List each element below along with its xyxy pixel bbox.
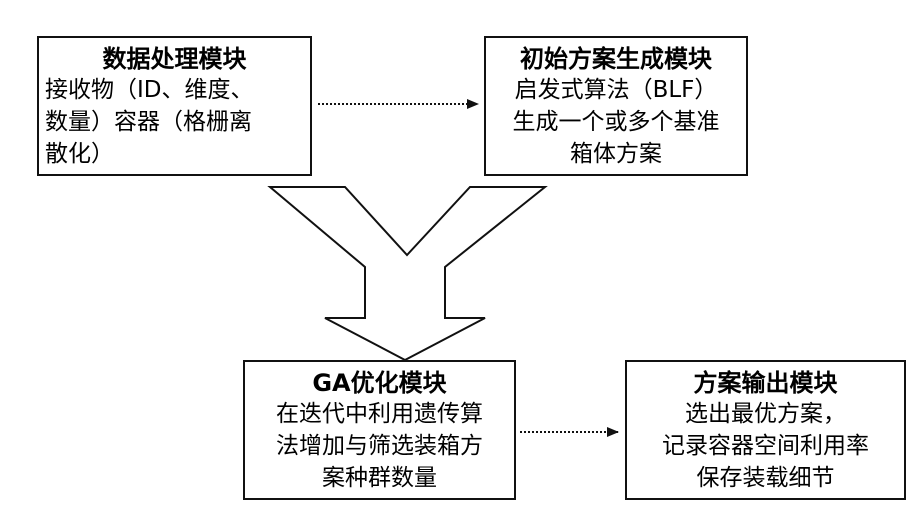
scheme-output-line: 选出最优方案，	[633, 398, 898, 430]
data-processing-line: 接收物（ID、维度、	[45, 74, 304, 106]
data-processing-line: 数量）容器（格栅离	[45, 106, 304, 138]
merge-arrow	[270, 187, 545, 360]
scheme-output-module: 方案输出模块 选出最优方案， 记录容器空间利用率 保存装载细节	[625, 360, 906, 500]
ga-optimization-line: 在迭代中利用遗传算	[251, 398, 508, 430]
scheme-output-line: 保存装载细节	[633, 462, 898, 494]
ga-optimization-line: 法增加与筛选装箱方	[251, 430, 508, 462]
data-processing-line: 散化）	[45, 138, 304, 170]
data-processing-title: 数据处理模块	[45, 44, 304, 74]
scheme-output-title: 方案输出模块	[633, 368, 898, 398]
ga-optimization-title: GA优化模块	[251, 368, 508, 398]
initial-scheme-module: 初始方案生成模块 启发式算法（BLF） 生成一个或多个基准 箱体方案	[484, 36, 748, 176]
initial-scheme-line: 箱体方案	[492, 138, 740, 170]
data-processing-module: 数据处理模块 接收物（ID、维度、 数量）容器（格栅离 散化）	[37, 36, 312, 176]
initial-scheme-title: 初始方案生成模块	[492, 44, 740, 74]
scheme-output-line: 记录容器空间利用率	[633, 430, 898, 462]
ga-optimization-module: GA优化模块 在迭代中利用遗传算 法增加与筛选装箱方 案种群数量	[243, 360, 516, 500]
initial-scheme-line: 生成一个或多个基准	[492, 106, 740, 138]
initial-scheme-line: 启发式算法（BLF）	[492, 74, 740, 106]
ga-optimization-line: 案种群数量	[251, 462, 508, 494]
